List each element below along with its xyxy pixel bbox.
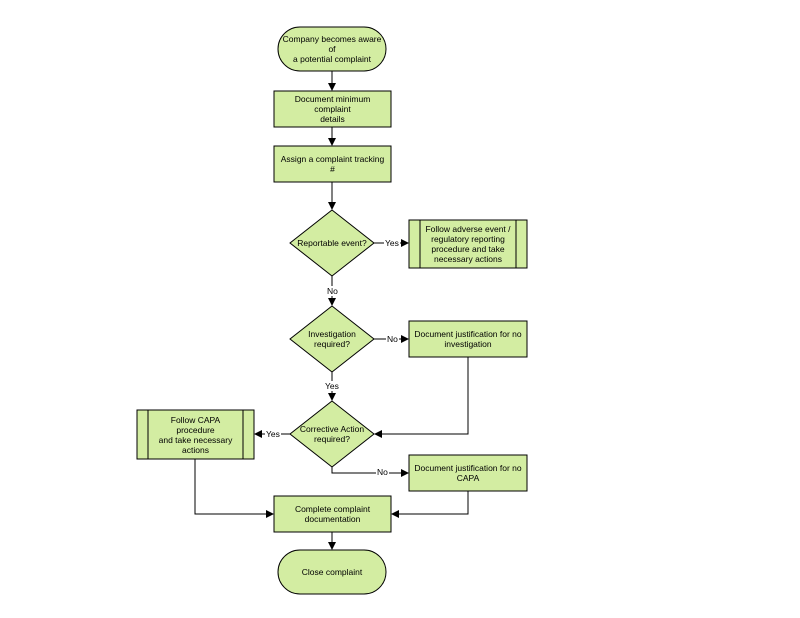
capa-no-label: No xyxy=(376,467,389,477)
close-complaint-terminal xyxy=(277,549,387,595)
edge-capa-no xyxy=(331,467,409,477)
corrective-action-decision xyxy=(289,400,375,468)
reportable-event-decision xyxy=(289,209,375,277)
start-terminal xyxy=(277,26,387,72)
investigation-yes-label: Yes xyxy=(324,381,340,391)
investigation-no-label: No xyxy=(386,334,399,344)
document-no-investigation-box xyxy=(408,320,528,358)
assign-tracking-number-box xyxy=(273,145,392,183)
reportable-yes-label: Yes xyxy=(384,238,400,248)
document-no-capa-box xyxy=(408,454,528,492)
document-minimum-details-box xyxy=(273,90,392,128)
edge-capa-procedure-to-complete xyxy=(194,459,274,518)
adverse-event-procedure-box xyxy=(408,219,528,269)
edge-no-investigation-to-capa xyxy=(374,357,469,438)
capa-yes-label: Yes xyxy=(265,429,281,439)
edge-no-capa-to-complete xyxy=(391,491,469,518)
capa-procedure-box xyxy=(136,409,255,460)
complete-documentation-box xyxy=(273,495,392,533)
reportable-no-label: No xyxy=(326,286,339,296)
investigation-required-decision xyxy=(289,305,375,373)
